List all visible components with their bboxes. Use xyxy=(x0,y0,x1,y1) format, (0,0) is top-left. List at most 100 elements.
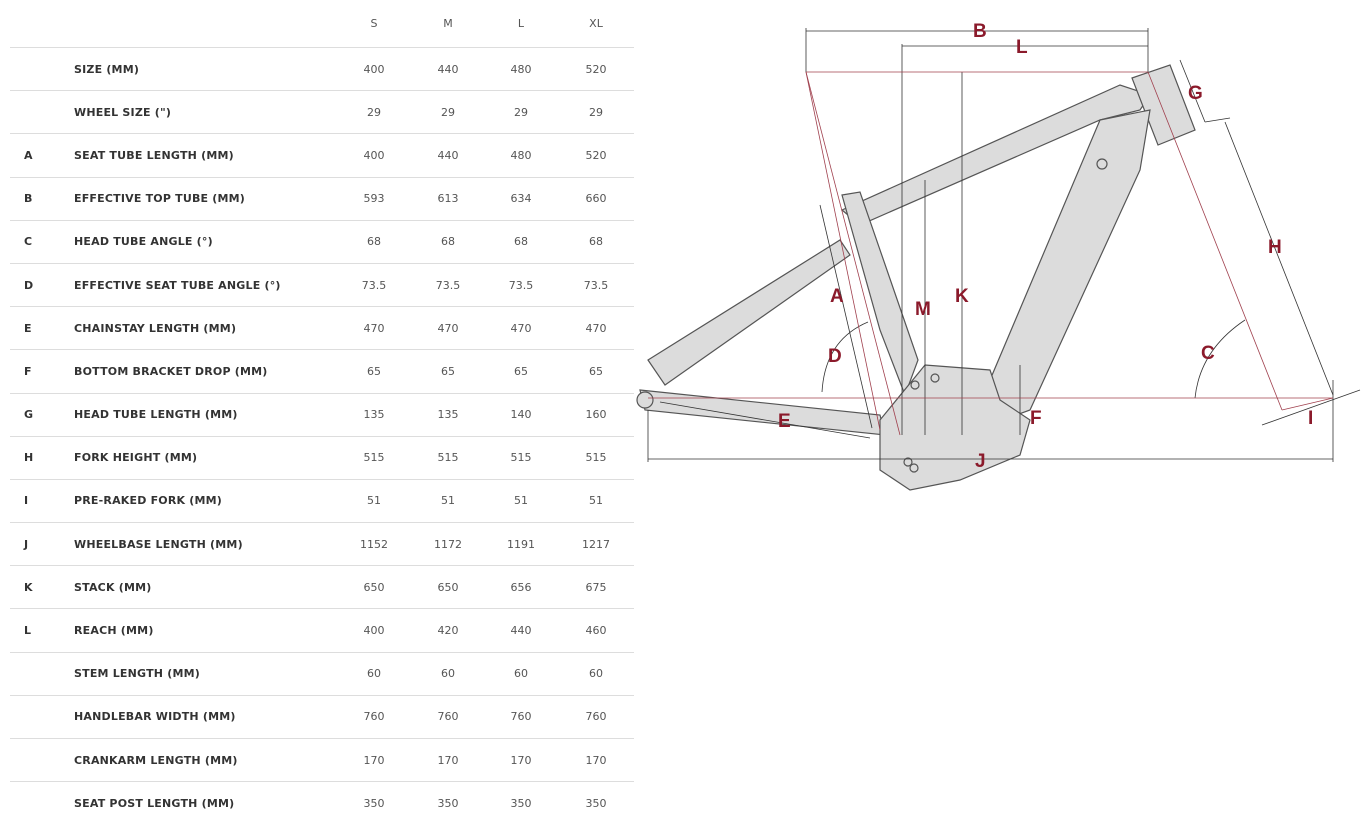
row-value-xl: 515 xyxy=(558,436,634,480)
row-value-l: 140 xyxy=(484,393,558,437)
label-i: I xyxy=(1308,408,1313,429)
header-size-l: L xyxy=(484,0,558,48)
row-label: FORK HEIGHT (MM) xyxy=(74,436,336,480)
row-value-m: 68 xyxy=(412,220,484,264)
row-value-m: 29 xyxy=(412,90,484,135)
row-value-s: 29 xyxy=(336,90,412,135)
row-letter xyxy=(10,782,74,825)
row-value-s: 760 xyxy=(336,695,412,740)
row-value-s: 593 xyxy=(336,177,412,221)
row-value-s: 1152 xyxy=(336,522,412,567)
row-letter xyxy=(10,695,74,740)
row-value-l: 170 xyxy=(484,738,558,783)
row-value-s: 350 xyxy=(363,796,385,810)
label-g: G xyxy=(1188,83,1203,104)
row-label: CRANKARM LENGTH (MM) xyxy=(74,738,336,783)
row-value-s: 135 xyxy=(336,393,412,437)
row-letter xyxy=(10,47,74,92)
row-value-l: 656 xyxy=(484,565,558,610)
row-value-s: 65 xyxy=(336,349,412,394)
row-value-s: 515 xyxy=(336,436,412,480)
row-letter: H xyxy=(10,436,74,480)
header-size-xl: XL xyxy=(558,0,634,48)
row-value-xl: 470 xyxy=(558,306,634,351)
row-letter: D xyxy=(10,263,74,308)
row-value-s: 51 xyxy=(336,479,412,524)
header-label xyxy=(74,0,336,48)
row-letter: G xyxy=(10,393,74,437)
row-letter: F xyxy=(10,349,74,394)
label-j: J xyxy=(975,451,986,472)
label-f: F xyxy=(1030,408,1042,429)
row-value-m: 440 xyxy=(412,47,484,92)
label-a: A xyxy=(830,286,844,307)
row-value-l: 60 xyxy=(484,652,558,696)
row-value-m: 73.5 xyxy=(412,263,484,308)
row-label: SIZE (MM) xyxy=(74,47,336,92)
row-value-xl: 760 xyxy=(558,695,634,740)
row-value-m: 650 xyxy=(412,565,484,610)
row-value-l: 480 xyxy=(484,133,558,178)
row-value-xl: 675 xyxy=(558,565,634,610)
row-value-m: 420 xyxy=(412,608,484,653)
row-value-l: 68 xyxy=(484,220,558,264)
label-c: C xyxy=(1201,343,1215,364)
row-value-m: 515 xyxy=(412,436,484,480)
row-value-m: 60 xyxy=(412,652,484,696)
row-value-m: 51 xyxy=(412,479,484,524)
row-value-xl: 520 xyxy=(558,47,634,92)
label-d: D xyxy=(828,346,842,367)
header-size-s: S xyxy=(336,0,412,48)
row-letter xyxy=(10,652,74,696)
row-value-m: 350 xyxy=(437,796,459,810)
row-value-l: 350 xyxy=(510,796,532,810)
table-header-row: S M L XL xyxy=(10,0,634,48)
label-k: K xyxy=(955,286,969,307)
row-value-xl: 73.5 xyxy=(558,263,634,308)
row-value-m: 65 xyxy=(412,349,484,394)
row-letter: J xyxy=(10,522,74,567)
row-value-s: 400 xyxy=(336,133,412,178)
row-label: EFFECTIVE TOP TUBE (MM) xyxy=(74,177,336,221)
row-value-l: 634 xyxy=(484,177,558,221)
row-label: BOTTOM BRACKET DROP (MM) xyxy=(74,349,336,394)
row-value-xl: 29 xyxy=(558,90,634,135)
row-value-xl: 60 xyxy=(558,652,634,696)
row-letter: A xyxy=(10,133,74,178)
row-value-xl: 460 xyxy=(558,608,634,653)
row-value-s: 470 xyxy=(336,306,412,351)
row-value-l: 73.5 xyxy=(484,263,558,308)
row-value-xl: 660 xyxy=(558,177,634,221)
row-value-l: 65 xyxy=(484,349,558,394)
dimension-lines xyxy=(647,28,1361,462)
row-value-l: 760 xyxy=(484,695,558,740)
row-value-s: 60 xyxy=(336,652,412,696)
row-value-m: 135 xyxy=(412,393,484,437)
row-value-l: 515 xyxy=(484,436,558,480)
row-value-s: 170 xyxy=(336,738,412,783)
label-b: B xyxy=(973,21,987,42)
row-value-xl: 170 xyxy=(558,738,634,783)
row-label: WHEEL SIZE (") xyxy=(74,90,336,135)
row-value-xl: 65 xyxy=(558,349,634,394)
row-label: HEAD TUBE LENGTH (MM) xyxy=(74,393,336,437)
row-label: HANDLEBAR WIDTH (MM) xyxy=(74,695,336,740)
row-value-s: 650 xyxy=(336,565,412,610)
row-value-xl: 1217 xyxy=(558,522,634,567)
label-h: H xyxy=(1268,237,1282,258)
row-value-s: 73.5 xyxy=(336,263,412,308)
label-m: M xyxy=(915,299,931,320)
row-value-l: 29 xyxy=(484,90,558,135)
